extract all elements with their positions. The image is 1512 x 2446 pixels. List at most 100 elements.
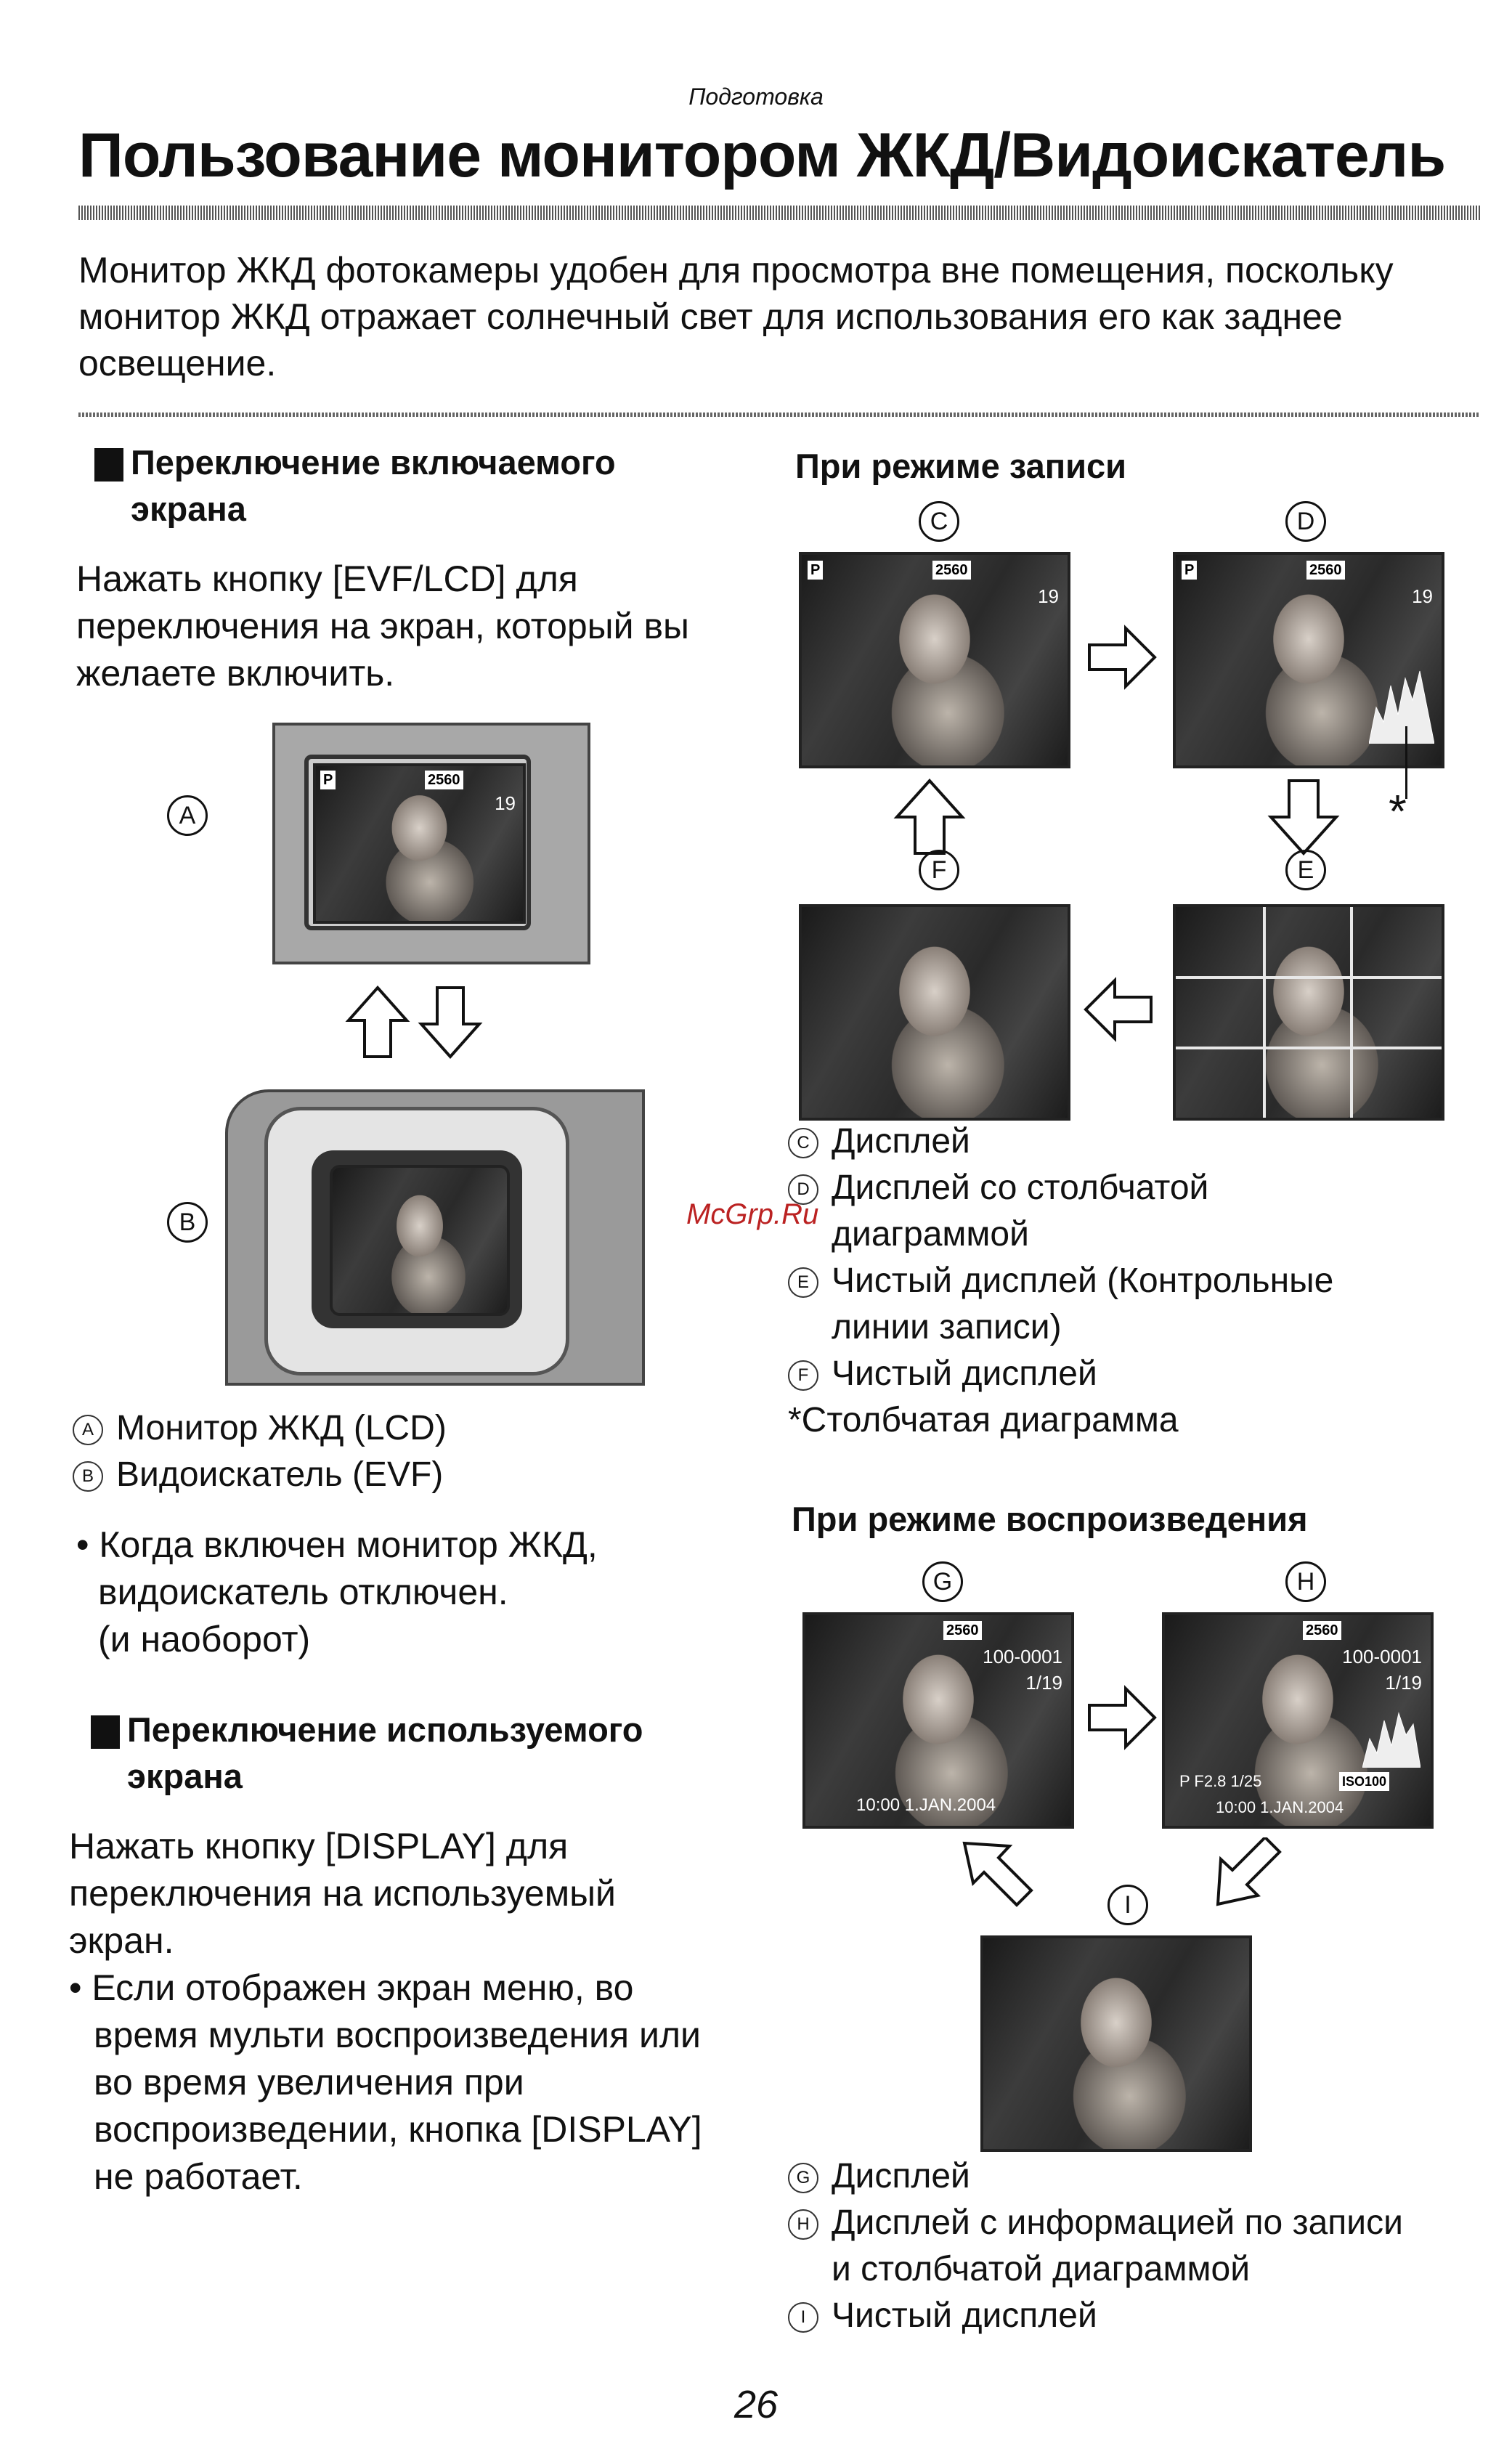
legend-letter: A (73, 1415, 103, 1445)
note-line: во время увеличения при (94, 2062, 524, 2102)
note-line: • Если отображен экран меню, во (69, 1967, 634, 2008)
legend-letter: F (788, 1360, 818, 1391)
histogram-icon (1362, 1712, 1420, 1768)
heading-line: экрана (127, 1757, 243, 1795)
resolution-indicator: 2560 (932, 561, 971, 580)
body-line: переключения на используемый (69, 1873, 616, 1914)
label-f: F (919, 850, 959, 890)
legend-text: Монитор ЖКД (LCD) (116, 1409, 447, 1447)
legend-letter: B (73, 1461, 103, 1492)
heading-marker (91, 1715, 120, 1749)
note-line: не работает. (94, 2156, 303, 2197)
arrow-down-left-icon (1216, 1837, 1282, 1906)
iso-indicator: ISO100 (1339, 1772, 1390, 1791)
screen-h-info-histogram: 2560 100-0001 1/19 P F2.8 1/25 ISO100 10… (1162, 1612, 1434, 1829)
frame-counter: 1/19 (1385, 1672, 1422, 1694)
resolution-indicator: 2560 (425, 771, 463, 789)
legend-text: Чистый дисплей (832, 1354, 1097, 1393)
arrow-right-icon (1088, 625, 1157, 690)
heading-line: Переключение используемого (127, 1710, 643, 1749)
page-title: Пользование монитором ЖКД/Видоискатель (78, 121, 1446, 190)
heading-line: экрана (131, 489, 246, 528)
legend-item: I Чистый дисплей (788, 2293, 1403, 2339)
heading-marker (94, 448, 123, 482)
label-a: A (167, 795, 208, 836)
legend-lcd-evf: A Монитор ЖКД (LCD) B Видоискатель (EVF) (73, 1405, 447, 1498)
legend-item: C Дисплей (788, 1118, 1333, 1165)
section-heading-screen-switch: Переключение включаемого экрана (94, 439, 616, 532)
section-body: Нажать кнопку [DISPLAY] для переключения… (69, 1823, 702, 2201)
legend-item: D Дисплей со столбчатой (788, 1165, 1333, 1211)
heading-line: Переключение включаемого (131, 443, 616, 482)
legend-letter: D (788, 1174, 818, 1205)
screen-e-guidelines (1173, 904, 1444, 1121)
screen-d-histogram: P 2560 19 (1173, 552, 1444, 768)
legend-item-a: A Монитор ЖКД (LCD) (73, 1405, 447, 1452)
arrow-up-icon (893, 779, 966, 855)
intro-paragraph: Монитор ЖКД фотокамеры удобен для просмо… (78, 250, 1394, 383)
exposure-info: P F2.8 1/25 (1179, 1772, 1262, 1790)
resolution-indicator: 2560 (1306, 561, 1345, 580)
screen-g-display: 2560 100-0001 1/19 10:00 1.JAN.2004 (802, 1612, 1074, 1829)
body-line: Нажать кнопку [DISPLAY] для (69, 1826, 569, 1866)
label-i: I (1107, 1885, 1148, 1925)
screen-c-display: P 2560 19 (799, 552, 1070, 768)
section-body: Нажать кнопку [EVF/LCD] для переключения… (76, 556, 689, 697)
histogram-icon (1369, 670, 1434, 744)
legend-text: Видоискатель (EVF) (116, 1455, 444, 1494)
section-label: Подготовка (688, 84, 824, 110)
label-h: H (1285, 1561, 1326, 1602)
shots-remaining: 19 (495, 792, 516, 814)
legend-text: и столбчатой диаграммой (832, 2250, 1250, 2288)
body-line: желаете включить. (76, 653, 395, 694)
note-lcd-evf: • Когда включен монитор ЖКД, видоискател… (76, 1521, 598, 1663)
body-line: Нажать кнопку [EVF/LCD] для (76, 558, 578, 599)
resolution-indicator: 2560 (1303, 1621, 1341, 1640)
note-line: время мульти воспроизведения или (94, 2015, 701, 2055)
body-line: переключения на экран, который вы (76, 606, 689, 646)
legend-item: G Дисплей (788, 2153, 1403, 2200)
legend-letter: G (788, 2163, 818, 2193)
guide-line (1176, 976, 1442, 979)
histogram-note: *Столбчатая диаграмма (788, 1401, 1179, 1439)
body-line: экран. (69, 1920, 174, 1961)
legend-letter: H (788, 2209, 818, 2240)
section-heading-display-switch: Переключение используемого экрана (91, 1707, 643, 1800)
label-d: D (1285, 501, 1326, 542)
legend-text: Дисплей с информацией по записи (832, 2203, 1403, 2242)
watermark: McGrp.Ru (686, 1198, 819, 1230)
legend-item-b: B Видоискатель (EVF) (73, 1452, 447, 1498)
legend-letter: I (788, 2302, 818, 2333)
legend-letter: C (788, 1128, 818, 1158)
legend-item: F Чистый дисплей (788, 1351, 1333, 1397)
guide-line (1350, 907, 1353, 1118)
legend-text: Дисплей (832, 1122, 970, 1161)
date-time: 10:00 1.JAN.2004 (856, 1795, 996, 1815)
section-divider (78, 413, 1480, 417)
note-line: воспроизведении, кнопка [DISPLAY] (94, 2109, 702, 2150)
legend-letter: E (788, 1267, 818, 1298)
frame-counter: 1/19 (1025, 1672, 1062, 1694)
mode-indicator: P (320, 771, 336, 789)
legend-item: H Дисплей с информацией по записи (788, 2200, 1403, 2246)
arrow-up-left-icon (962, 1841, 1033, 1907)
evf-screen (330, 1165, 510, 1316)
switch-arrows-icon (345, 985, 483, 1060)
date-time: 10:00 1.JAN.2004 (1216, 1798, 1344, 1816)
legend-text: Дисплей со столбчатой (832, 1169, 1209, 1207)
note-line: • Когда включен монитор ЖКД, (76, 1524, 598, 1565)
shots-remaining: 19 (1412, 585, 1433, 607)
camera-lcd-illustration: P 2560 19 (272, 723, 590, 964)
legend-text: Чистый дисплей (832, 2296, 1097, 2335)
play-mode-heading: При режиме воспроизведения (792, 1500, 1308, 1538)
file-number: 100-0001 (1342, 1646, 1422, 1667)
file-number: 100-0001 (983, 1646, 1062, 1667)
label-g: G (922, 1561, 963, 1602)
screen-f-clean (799, 904, 1070, 1121)
arrow-right-icon (1088, 1685, 1157, 1750)
legend-text: Дисплей (832, 2157, 970, 2195)
guide-line (1263, 907, 1266, 1118)
resolution-indicator: 2560 (943, 1621, 982, 1640)
